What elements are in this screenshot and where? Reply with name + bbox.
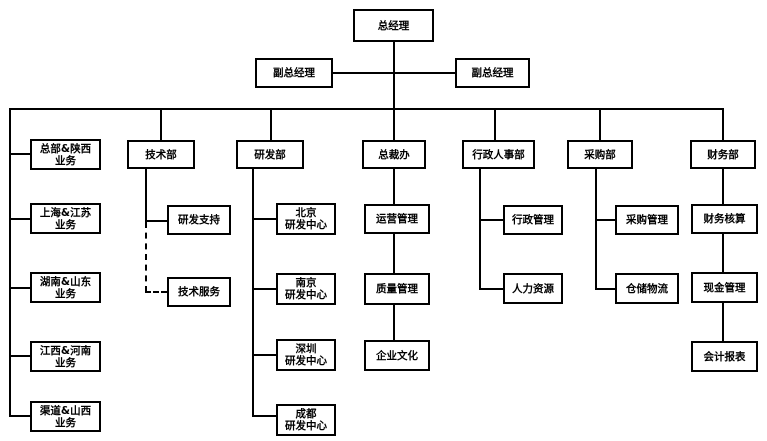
- dept-box-president-office: 总裁办: [362, 140, 426, 169]
- sales-label: 上海&江苏 业务: [39, 206, 92, 231]
- unit-label: 深圳 研发中心: [285, 343, 327, 367]
- connector-line: [393, 108, 395, 142]
- connector-line: [9, 108, 11, 416]
- ceo-label: 总经理: [377, 19, 410, 32]
- unit-label: 财务核算: [703, 213, 746, 225]
- dept-label: 研发部: [254, 148, 286, 161]
- sales-box: 上海&江苏 业务: [30, 203, 101, 234]
- connector-line: [270, 108, 272, 142]
- dept-label: 采购部: [584, 148, 616, 161]
- unit-label: 企业文化: [376, 349, 418, 362]
- connector-line: [252, 354, 276, 356]
- sales-box: 总部&陕西 业务: [30, 139, 101, 170]
- sales-box: 江西&河南 业务: [30, 341, 101, 372]
- connector-line: [252, 288, 276, 290]
- connector-line: [722, 168, 724, 344]
- connector-line: [393, 40, 395, 109]
- office-unit-box: 质量管理: [364, 273, 430, 305]
- sales-label: 江西&河南 业务: [39, 344, 92, 369]
- dept-label: 总裁办: [378, 148, 410, 161]
- connector-line: [479, 219, 503, 221]
- connector-line: [145, 168, 147, 222]
- finance-unit-box: 财务核算: [691, 204, 758, 234]
- connector-line: [494, 108, 496, 142]
- office-unit-box: 企业文化: [364, 340, 430, 371]
- purchasing-unit-box: 仓储物流: [615, 273, 679, 304]
- connector-line: [9, 415, 30, 417]
- dept-box-rnd: 研发部: [236, 140, 304, 169]
- unit-label: 质量管理: [376, 283, 418, 295]
- dashed-connector: [145, 222, 147, 292]
- connector-line: [9, 355, 30, 357]
- rnd-center-box: 南京 研发中心: [276, 273, 336, 305]
- connector-line: [599, 108, 601, 142]
- vp-box: 副总经理: [455, 58, 530, 88]
- connector-line: [9, 108, 723, 110]
- rnd-center-box: 北京 研发中心: [276, 203, 336, 235]
- connector-line: [595, 288, 615, 290]
- connector-line: [393, 168, 395, 346]
- rnd-center-box: 深圳 研发中心: [276, 339, 336, 371]
- unit-label: 人力资源: [512, 282, 554, 295]
- sales-label: 总部&陕西 业务: [39, 142, 92, 167]
- dept-box-purchasing: 采购部: [567, 140, 633, 169]
- connector-line: [332, 72, 456, 74]
- connector-line: [595, 219, 615, 221]
- unit-label: 运营管理: [376, 213, 418, 225]
- dept-box-hr: 行政人事部: [462, 140, 535, 169]
- unit-label: 会计报表: [703, 350, 746, 363]
- dept-label: 技术部: [145, 148, 177, 161]
- sales-label: 渠道&山西 业务: [39, 404, 92, 429]
- unit-label: 南京 研发中心: [285, 277, 327, 301]
- connector-line: [160, 108, 162, 142]
- unit-label: 仓储物流: [626, 282, 668, 295]
- connector-line: [9, 153, 30, 155]
- vp-box: 副总经理: [255, 58, 333, 88]
- dashed-connector: [145, 291, 167, 293]
- rnd-center-box: 成都 研发中心: [276, 404, 336, 436]
- dept-box-tech: 技术部: [127, 140, 195, 169]
- unit-label: 技术服务: [178, 286, 220, 298]
- finance-unit-box: 现金管理: [691, 272, 758, 303]
- connector-line: [252, 168, 254, 416]
- connector-line: [595, 168, 597, 290]
- unit-label: 成都 研发中心: [285, 408, 327, 432]
- unit-label: 研发支持: [178, 214, 220, 226]
- finance-unit-box: 会计报表: [691, 341, 758, 372]
- vp-label: 副总经理: [273, 67, 315, 79]
- connector-line: [252, 218, 276, 220]
- connector-line: [145, 220, 167, 222]
- office-unit-box: 运营管理: [364, 204, 430, 234]
- dept-label: 行政人事部: [472, 148, 525, 161]
- unit-label: 北京 研发中心: [285, 207, 327, 231]
- sales-box: 湖南&山东 业务: [30, 272, 101, 303]
- unit-label: 行政管理: [512, 214, 554, 226]
- sales-label: 湖南&山东 业务: [39, 275, 92, 300]
- unit-label: 现金管理: [703, 281, 746, 294]
- vp-label: 副总经理: [471, 67, 514, 79]
- connector-line: [479, 288, 503, 290]
- connector-line: [9, 287, 30, 289]
- dept-label: 财务部: [707, 148, 739, 161]
- sales-box: 渠道&山西 业务: [30, 401, 101, 432]
- ceo-box: 总经理: [353, 9, 434, 42]
- tech-unit-box: 技术服务: [167, 277, 231, 307]
- dept-box-finance: 财务部: [690, 140, 756, 169]
- connector-line: [252, 415, 276, 417]
- tech-unit-box: 研发支持: [167, 205, 231, 235]
- unit-label: 采购管理: [626, 214, 668, 226]
- connector-line: [479, 168, 481, 290]
- hr-unit-box: 行政管理: [503, 205, 563, 235]
- hr-unit-box: 人力资源: [503, 273, 563, 304]
- purchasing-unit-box: 采购管理: [615, 205, 679, 235]
- connector-line: [722, 108, 724, 142]
- connector-line: [9, 218, 30, 220]
